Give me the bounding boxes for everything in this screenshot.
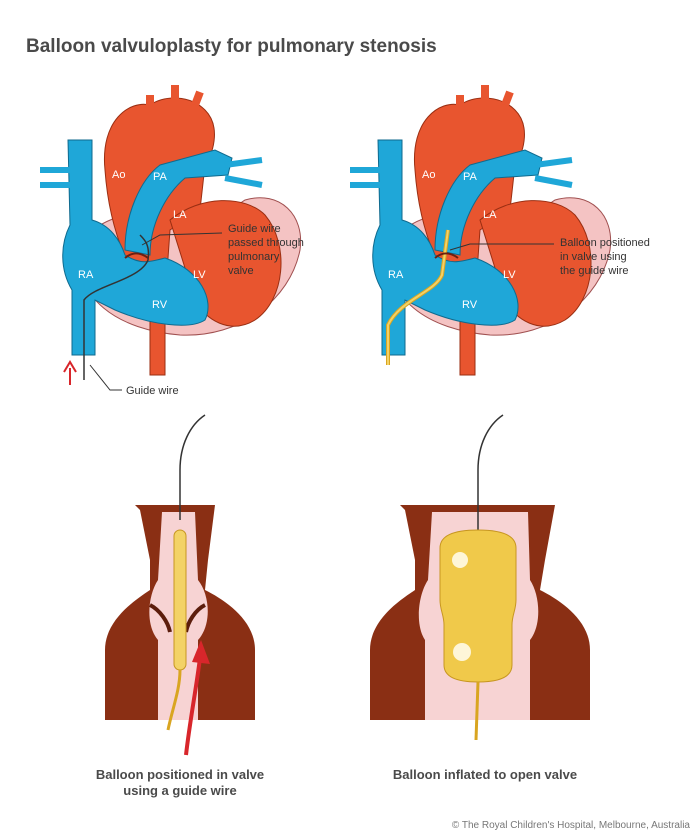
heart-diagram-left: Ao PA LA LV RA RV Guide wire passed thro…: [40, 85, 307, 397]
caption-left: Balloon positioned in valve using a guid…: [70, 767, 290, 799]
label-pa-left: PA: [153, 171, 168, 183]
valve-diagram-left: [105, 415, 255, 755]
label-la-right: LA: [483, 209, 497, 221]
label-rv-left: RV: [152, 299, 168, 311]
label-lv-left: LV: [193, 269, 206, 281]
copyright-notice: © The Royal Children's Hospital, Melbour…: [452, 820, 690, 831]
annot-balloon-1: Balloon positioned: [560, 237, 650, 249]
label-ao-left: Ao: [112, 169, 125, 181]
annot-line-3: pulmonary: [228, 251, 280, 263]
label-ao-right: Ao: [422, 169, 435, 181]
heart-diagram-right: Ao PA LA LV RA RV Balloon positioned in …: [350, 85, 653, 375]
label-lv-right: LV: [503, 269, 516, 281]
label-la-left: LA: [173, 209, 187, 221]
label-pa-right: PA: [463, 171, 478, 183]
annot-line-1: Guide wire: [228, 223, 281, 235]
balloon-deflated: [174, 530, 186, 670]
arrow-up-icon: [64, 362, 76, 385]
label-guide-wire: Guide wire: [126, 385, 179, 397]
annot-line-4: valve: [228, 265, 254, 277]
caption-left-line2: using a guide wire: [70, 783, 290, 799]
caption-right: Balloon inflated to open valve: [375, 767, 595, 783]
guide-wire-bottom-left: [180, 415, 205, 520]
label-ra-right: RA: [388, 269, 404, 281]
annotation-balloon-positioned: Balloon positioned in valve using the gu…: [560, 237, 653, 277]
label-rv-right: RV: [462, 299, 478, 311]
valve-diagram-right: [370, 415, 590, 740]
caption-left-line1: Balloon positioned in valve: [70, 767, 290, 783]
balloon-inflated: [440, 530, 516, 682]
annot-line-2: passed through: [228, 237, 304, 249]
label-ra-left: RA: [78, 269, 94, 281]
annot-balloon-2: in valve using: [560, 251, 627, 263]
annot-balloon-3: the guide wire: [560, 265, 629, 277]
